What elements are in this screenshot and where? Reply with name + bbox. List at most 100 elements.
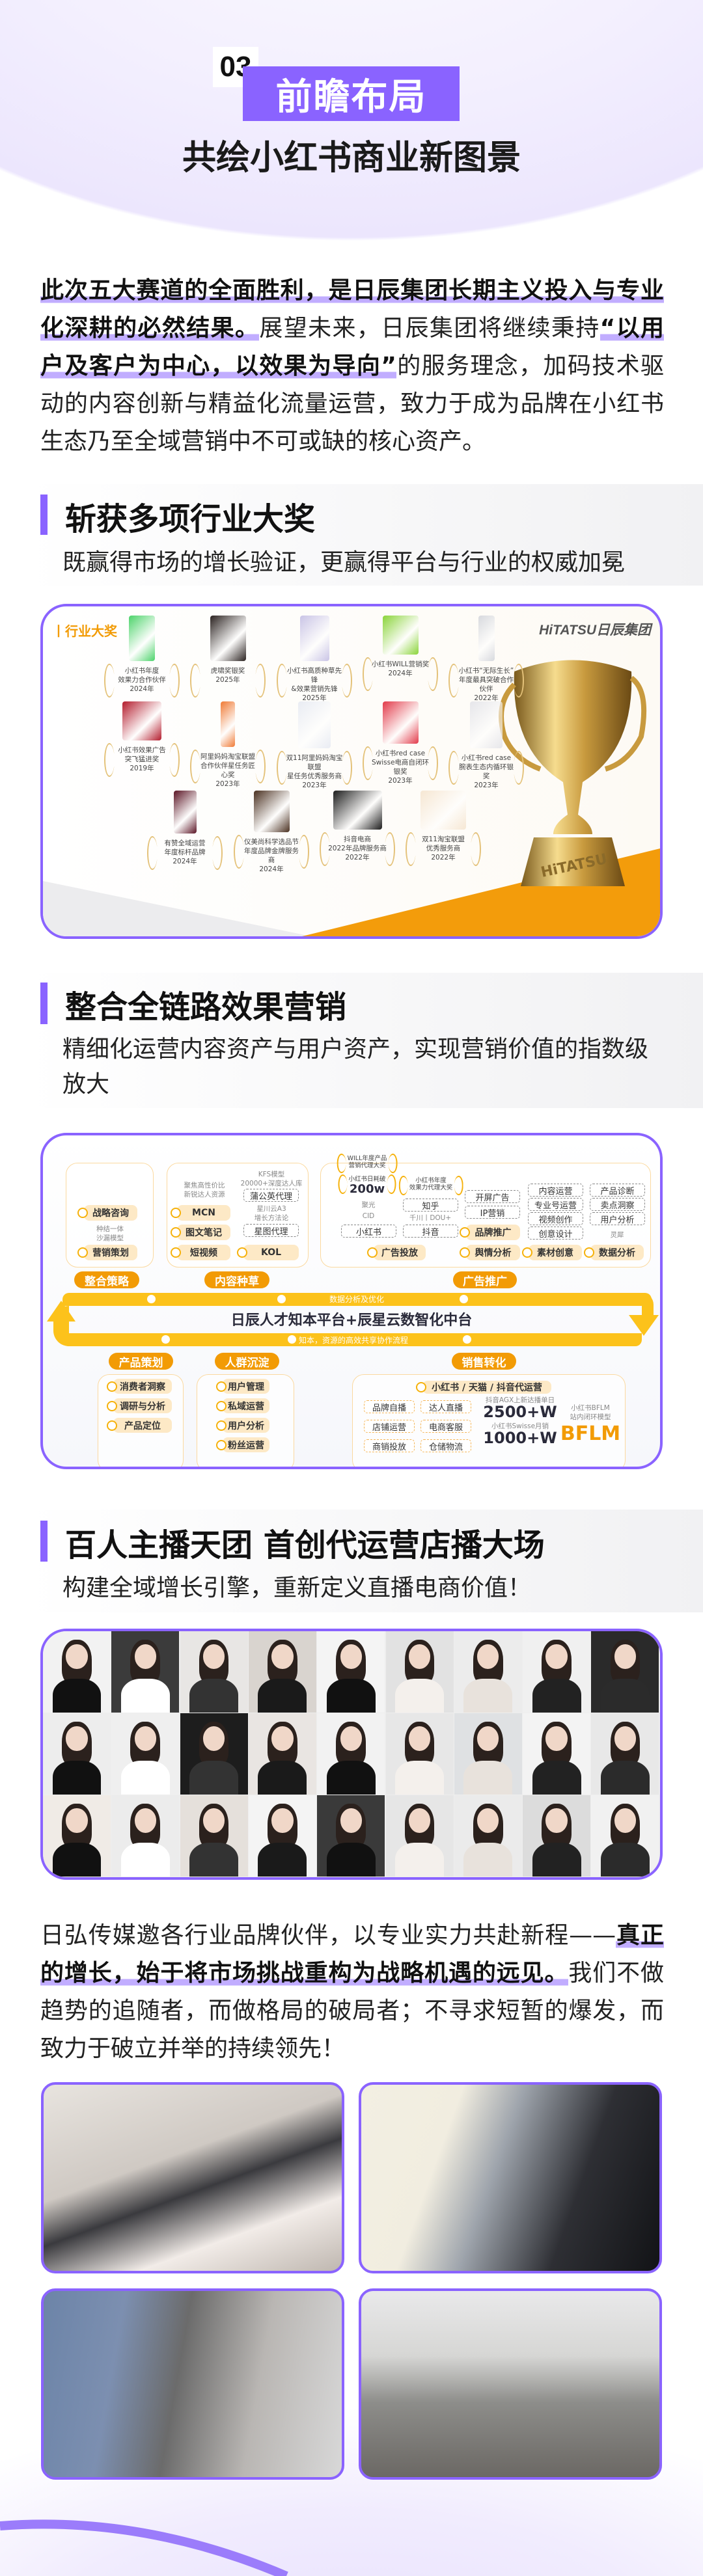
model-label-line: 小红书BFLM	[571, 1404, 610, 1412]
award-label-line: 小红书效果广告	[118, 746, 166, 754]
anchor-photo	[454, 1631, 522, 1713]
award-label-line: 2023年	[215, 780, 240, 788]
pill-notes-text: 图文笔记	[186, 1228, 222, 1238]
award-label-line: 2024年	[172, 858, 197, 865]
anchor-body	[52, 1842, 102, 1877]
anchor-body	[532, 1760, 581, 1795]
body-text: 展望未来，日辰集团将继续秉持	[259, 315, 600, 342]
pill-material-text: 素材创意	[537, 1248, 573, 1258]
flow-dot-icon	[277, 1295, 286, 1303]
pill-crowd-item-text: 用户管理	[228, 1381, 264, 1392]
anchor-body	[600, 1760, 650, 1795]
pill-mcn-icon	[171, 1208, 181, 1218]
pill-data-analysis: 数据分析	[584, 1245, 644, 1260]
loop-top-text: 数据分析及优化	[329, 1295, 385, 1304]
office-photo-3	[41, 2288, 344, 2480]
anchor-face	[66, 1808, 88, 1833]
section-accent-bar	[40, 1521, 48, 1562]
anchor-body	[463, 1842, 513, 1877]
anchor-body	[258, 1842, 307, 1877]
pill-product-item-text: 产品定位	[124, 1420, 161, 1431]
award-label-line: 2025年	[302, 694, 327, 702]
flow-dot-icon	[463, 1335, 471, 1344]
anchor-body	[326, 1842, 376, 1877]
pill-crowd-item-icon	[216, 1420, 227, 1431]
section-band	[26, 973, 703, 1108]
award-label-line: 双11阿里妈妈淘宝联盟	[286, 754, 343, 771]
closing-paragraph: 日弘传媒邀各行业品牌伙伴，以专业实力共赴新程——真正的增长，始于将市场挑战重构为…	[40, 1917, 664, 2068]
pro-ops: 专业号运营	[528, 1198, 583, 1211]
anchor-photo	[180, 1713, 248, 1795]
award-label-line: 抖音电商	[344, 835, 371, 843]
anchor-face	[202, 1808, 225, 1833]
award-label-line: 2024年	[388, 670, 413, 677]
award-label-line: 双11淘宝联盟	[422, 835, 465, 843]
pill-product-item-icon	[107, 1400, 117, 1411]
award-label-line: 年度标杆品牌	[164, 848, 206, 856]
anchor-body	[189, 1760, 239, 1795]
sales-item: 店铺运营	[364, 1420, 415, 1433]
content-note-left: 聚焦高性价比新锐达人资源	[184, 1181, 225, 1199]
anchor-face	[545, 1726, 568, 1751]
pill-brand-text: 品牌推广	[475, 1228, 512, 1238]
flow-dot-icon	[460, 1295, 468, 1303]
strategy-note-line: 种结一体	[96, 1225, 124, 1233]
office-photo-2	[359, 2082, 662, 2273]
award-label-line: 2022年	[345, 854, 370, 861]
pill-crowd-item-text: 粉丝运营	[228, 1440, 264, 1451]
pill-data-analysis-text: 数据分析	[599, 1248, 635, 1258]
pill-mcn: MCN	[171, 1205, 230, 1221]
anchor-face	[134, 1644, 156, 1669]
pill-video-icon	[171, 1247, 181, 1258]
anchor-photo	[454, 1795, 522, 1877]
anchor-body	[189, 1842, 239, 1877]
body-text: 我们不做趋势的追随者，而做格局的破局者；不寻求短暂的爆发，而致力于破立并举的持续…	[40, 1960, 664, 2062]
pill-brand: 品牌推广	[460, 1225, 520, 1240]
video-create: 视频创作	[528, 1212, 583, 1225]
award-image	[122, 701, 161, 740]
pill-mcn-text: MCN	[192, 1208, 215, 1218]
anchor-photo	[248, 1631, 316, 1713]
content-note-right-line: KFS模型	[258, 1171, 285, 1178]
award-image	[298, 701, 331, 748]
pill-crowd-item-text: 用户分析	[228, 1420, 264, 1431]
footer-arc	[0, 2519, 288, 2576]
anchor-body	[395, 1678, 444, 1713]
pill-ad-delivery-text: 广告投放	[381, 1248, 418, 1258]
pill-material: 素材创意	[522, 1245, 582, 1260]
anchor-photo	[523, 1795, 591, 1877]
section-subtitle-marketing: 精细化运营内容资产与用户资产，实现营销价值的指数级放大	[62, 1036, 649, 1098]
studio-photo	[359, 2288, 662, 2480]
strategy-note-line: 沙漏模型	[96, 1234, 124, 1242]
label-sales: 销售转化	[452, 1353, 516, 1370]
dandelion-agency: 蒲公英代理	[243, 1189, 299, 1202]
award-label-line: 腕表生态内循环银奖	[459, 763, 514, 780]
anchor-photo	[248, 1713, 316, 1795]
anchor-body	[120, 1678, 170, 1713]
award-daily-line: 200w	[349, 1182, 385, 1196]
award-image	[253, 791, 290, 832]
pill-product-item-text: 消费者洞察	[120, 1381, 165, 1392]
award-label-line: 2025年	[215, 676, 240, 684]
award-label-line: 2023年	[302, 781, 327, 789]
pill-planning: 营销策划	[77, 1245, 137, 1260]
anchor-body	[532, 1842, 581, 1877]
anchor-photo	[317, 1713, 385, 1795]
section-band	[26, 484, 703, 586]
anchor-face	[134, 1726, 156, 1751]
award-label-line: &效果营销先锋	[291, 685, 338, 693]
award-label-line: 星任务优秀服务商	[287, 772, 342, 780]
award-effect-line: 效果力代理大奖	[409, 1184, 453, 1191]
sales-item: 品牌自播	[364, 1400, 415, 1413]
anchor-photo	[591, 1713, 659, 1795]
anchor-photo	[317, 1795, 385, 1877]
